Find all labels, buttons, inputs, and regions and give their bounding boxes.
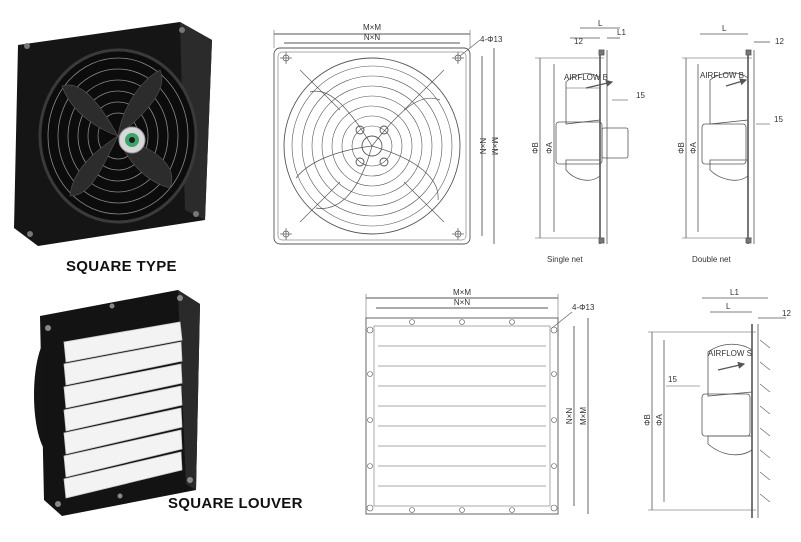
single-airflow-label: AIRFLOW B (564, 73, 608, 82)
louver-airflow-label: AIRFLOW S (708, 349, 752, 358)
front-nxn-label: N×N (364, 33, 380, 42)
square-fan-photo (14, 22, 212, 246)
square-louver-photo (34, 290, 200, 516)
louver-holes-label: 4-Φ13 (572, 303, 595, 312)
double-phib-label: ΦB (677, 142, 686, 154)
louver-phia-label: ΦA (655, 413, 664, 425)
louver-side-l1-label: L1 (730, 288, 739, 297)
double-l-label: L (722, 24, 727, 33)
side-view-double-net (682, 33, 770, 244)
front-mxm-label: M×M (363, 23, 381, 32)
double-airflow-label: AIRFLOW B (700, 71, 744, 80)
double-phia-label: ΦA (689, 141, 698, 153)
side-view-single-net (535, 27, 629, 244)
front-holes-label: 4-Φ13 (480, 35, 503, 44)
louver-mxm-vertical: M×M (579, 407, 588, 425)
front-mxm-vertical: M×M (490, 137, 499, 155)
louver-side-l-label: L (726, 302, 731, 311)
double-12-label: 12 (775, 37, 784, 46)
square-type-label: SQUARE TYPE (66, 258, 177, 275)
single-l1-label: L1 (617, 28, 626, 37)
single-net-caption: Single net (547, 255, 583, 264)
louver-nxn-vertical: N×N (565, 408, 574, 424)
louver-front-drawing (365, 294, 589, 515)
louver-side-drawing (648, 297, 786, 518)
front-view-drawing (273, 30, 495, 245)
square-louver-label: SQUARE LOUVER (168, 495, 303, 512)
single-phib-label: ΦB (531, 142, 540, 154)
louver-nxn-label: N×N (454, 298, 470, 307)
double-15-label: 15 (774, 115, 783, 124)
single-phia-label: ΦA (545, 141, 554, 153)
louver-phib-label: ΦB (643, 414, 652, 426)
single-l-label: L (598, 19, 603, 28)
single-12-label: 12 (574, 37, 583, 46)
louver-side-12-label: 12 (782, 309, 791, 318)
double-net-caption: Double net (692, 255, 731, 264)
single-15-label: 15 (636, 91, 645, 100)
louver-15-label: 15 (668, 375, 677, 384)
louver-mxm-label: M×M (453, 288, 471, 297)
front-nxn-vertical: N×N (478, 138, 487, 154)
